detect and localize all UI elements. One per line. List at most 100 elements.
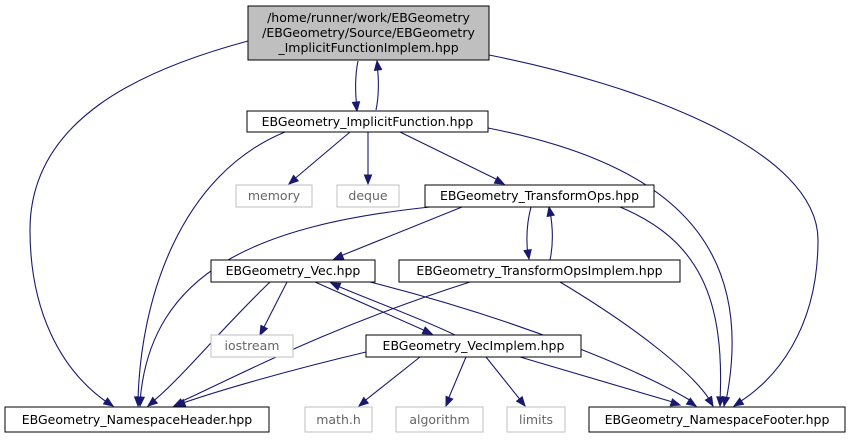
edge-line bbox=[137, 131, 286, 403]
edge-vecimpl-to-algorithm bbox=[445, 356, 467, 408]
node-math-h-label: math.h bbox=[316, 412, 361, 427]
node-root-implicitfunctionimplem[interactable]: /home/runner/work/EBGeometry /EBGeometry… bbox=[247, 5, 490, 61]
edge-arrowhead bbox=[721, 395, 731, 408]
edge-transform-to-transformimpl bbox=[523, 206, 532, 261]
edge-vecimpl-to-nsfooter bbox=[519, 356, 682, 407]
edges-layer bbox=[29, 40, 819, 408]
edge-line bbox=[291, 131, 351, 182]
edge-line bbox=[519, 356, 677, 404]
node-iostream-label: iostream bbox=[225, 338, 280, 353]
node-implicitfunction-label: EBGeometry_ImplicitFunction.hpp bbox=[262, 114, 474, 129]
node-namespacefooter-label: EBGeometry_NamespaceFooter.hpp bbox=[605, 412, 830, 427]
edge-line bbox=[314, 281, 429, 333]
node-root-line-1: /home/runner/work/EBGeometry bbox=[267, 10, 470, 25]
edge-line bbox=[355, 60, 359, 109]
node-vec[interactable]: EBGeometry_Vec.hpp bbox=[210, 259, 376, 283]
edge-implicit-to-memory bbox=[287, 131, 351, 185]
edge-line bbox=[488, 54, 819, 404]
edge-line bbox=[150, 281, 271, 404]
edge-root-to-implicit bbox=[351, 60, 361, 113]
edge-arrowhead bbox=[716, 396, 725, 408]
edge-arrowhead bbox=[493, 175, 506, 185]
edge-vec-to-iostream bbox=[259, 281, 288, 337]
edge-vecimpl-to-limits bbox=[485, 356, 526, 408]
edge-line bbox=[179, 351, 367, 405]
edge-line bbox=[337, 206, 463, 258]
edge-vec-to-vecimpl bbox=[314, 281, 434, 335]
edge-arrowhead bbox=[421, 326, 434, 335]
edge-implicit-to-transform bbox=[399, 131, 506, 185]
node-transformops-label: EBGeometry_TransformOps.hpp bbox=[440, 188, 639, 203]
edge-line bbox=[361, 356, 421, 404]
edge-implicit-to-nsfooter bbox=[487, 127, 733, 408]
node-vecimplem-label: EBGeometry_VecImplem.hpp bbox=[383, 338, 565, 353]
edge-arrowhead bbox=[146, 396, 159, 407]
edge-arrowhead bbox=[704, 395, 714, 408]
edge-transform-to-nsheader bbox=[136, 206, 431, 408]
edge-vec-to-nsheader bbox=[146, 281, 271, 407]
edge-arrowhead bbox=[373, 59, 383, 71]
node-namespacefooter[interactable]: EBGeometry_NamespaceFooter.hpp bbox=[588, 406, 846, 433]
node-memory[interactable]: memory bbox=[235, 184, 313, 208]
node-iostream[interactable]: iostream bbox=[210, 334, 294, 358]
edge-arrowhead bbox=[287, 174, 300, 185]
node-namespaceheader-label: EBGeometry_NamespaceHeader.hpp bbox=[22, 412, 253, 427]
node-limits[interactable]: limits bbox=[506, 406, 566, 433]
node-root-line-2: /EBGeometry/Source/EBGeometry bbox=[262, 25, 475, 40]
node-limits-label: limits bbox=[519, 412, 553, 427]
node-transformopsimplem[interactable]: EBGeometry_TransformOpsImplem.hpp bbox=[398, 259, 681, 283]
edge-transformimpl-to-transform bbox=[546, 205, 556, 261]
edge-implicit-to-root bbox=[373, 59, 383, 111]
edge-vecimpl-to-mathh bbox=[357, 356, 421, 407]
nodes-layer: /home/runner/work/EBGeometry /EBGeometry… bbox=[4, 5, 846, 433]
edge-arrowhead bbox=[669, 398, 682, 407]
edge-root-to-nsfooter bbox=[488, 54, 819, 407]
node-implicitfunction[interactable]: EBGeometry_ImplicitFunction.hpp bbox=[246, 110, 489, 133]
edge-arrowhead bbox=[329, 282, 342, 291]
edge-line bbox=[446, 356, 467, 403]
node-root-line-3: _ImplicitFunctionImplem.hpp bbox=[277, 40, 458, 55]
edge-line bbox=[559, 281, 712, 403]
edge-line bbox=[526, 206, 532, 257]
edge-line bbox=[334, 284, 456, 336]
node-algorithm[interactable]: algorithm bbox=[395, 406, 484, 433]
node-math-h[interactable]: math.h bbox=[304, 406, 373, 433]
edge-arrowhead bbox=[357, 396, 370, 407]
edge-arrowhead bbox=[363, 174, 373, 186]
edge-arrowhead bbox=[445, 395, 454, 408]
edge-arrowhead bbox=[685, 397, 698, 407]
edge-line bbox=[619, 206, 722, 403]
edge-arrowhead bbox=[102, 397, 115, 407]
edge-arrowhead bbox=[546, 205, 556, 218]
edge-arrowhead bbox=[332, 251, 345, 260]
edge-arrowhead bbox=[523, 248, 532, 261]
edge-arrowhead bbox=[136, 396, 146, 408]
edge-line bbox=[549, 210, 553, 261]
edge-line bbox=[399, 131, 501, 182]
edge-vecimpl-to-nsheader bbox=[174, 351, 367, 407]
edge-arrowhead bbox=[732, 397, 745, 407]
edge-line bbox=[261, 281, 288, 332]
edge-arrowhead bbox=[351, 101, 361, 113]
node-transformopsimplem-label: EBGeometry_TransformOpsImplem.hpp bbox=[416, 263, 662, 278]
node-vec-label: EBGeometry_Vec.hpp bbox=[226, 263, 361, 278]
edge-line bbox=[375, 64, 379, 111]
edge-vecimpl-to-vec bbox=[329, 282, 456, 336]
edge-line bbox=[485, 356, 523, 403]
edge-line bbox=[487, 127, 733, 402]
node-vecimplem[interactable]: EBGeometry_VecImplem.hpp bbox=[365, 334, 582, 358]
node-deque[interactable]: deque bbox=[336, 184, 400, 208]
edge-root-to-nsheader bbox=[29, 40, 249, 407]
edge-arrowhead bbox=[259, 324, 269, 337]
edge-implicit-to-deque bbox=[363, 132, 373, 186]
node-deque-label: deque bbox=[348, 188, 387, 203]
edge-transformimpl-to-nsfooter bbox=[559, 281, 714, 408]
node-memory-label: memory bbox=[248, 188, 301, 203]
edge-transform-to-nsfooter bbox=[619, 206, 725, 408]
edge-arrowhead bbox=[174, 398, 187, 407]
node-namespaceheader[interactable]: EBGeometry_NamespaceHeader.hpp bbox=[4, 406, 270, 433]
edge-arrowhead bbox=[515, 395, 526, 408]
node-transformops[interactable]: EBGeometry_TransformOps.hpp bbox=[424, 184, 655, 208]
edge-line bbox=[29, 40, 249, 404]
